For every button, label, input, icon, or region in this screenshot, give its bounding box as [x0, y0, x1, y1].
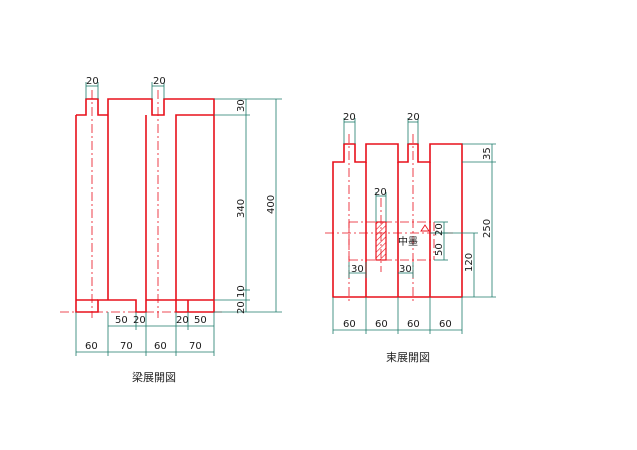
column-bottom-dim-4: 60 [439, 319, 452, 330]
inner-dim-30b: 30 [399, 264, 412, 275]
beam-bottom-dim-20b: 20 [176, 315, 189, 326]
column-top-dim-1: 20 [343, 112, 356, 123]
column-top-dim-2: 20 [407, 112, 420, 123]
beam-outline [75, 98, 215, 313]
beam-total-dim: 400 [266, 195, 277, 214]
column-outline [332, 143, 463, 298]
beam-bottom-dim-70b: 70 [189, 341, 202, 352]
column-caption: 束展開図 [386, 351, 430, 364]
beam-bottom-dim-60b: 60 [154, 341, 167, 352]
column-right-dim-120: 120 [464, 253, 475, 272]
beam-right-dim-340: 340 [236, 199, 247, 218]
column-development-drawing: 20 20 35 250 120 20 20 50 30 30 中墨 [325, 112, 496, 364]
column-bottom-dim-1: 60 [343, 319, 356, 330]
beam-right-dim-10: 10 [236, 285, 247, 298]
beam-bottom-dim-50b: 50 [194, 315, 207, 326]
inner-dim-50: 50 [434, 243, 445, 256]
mortise-width-dim: 20 [374, 187, 387, 198]
column-right-dim-35: 35 [482, 147, 493, 160]
beam-right-dim-20: 20 [236, 301, 247, 314]
beam-top-dim-1: 20 [86, 76, 99, 87]
beam-right-dim-30: 30 [236, 99, 247, 112]
column-bottom-dim-2: 60 [375, 319, 388, 330]
beam-bottom-dim-50a: 50 [115, 315, 128, 326]
beam-development-drawing: 20 20 30 340 10 20 400 50 20 20 50 [60, 76, 282, 384]
beam-bottom-dim-60a: 60 [85, 341, 98, 352]
center-mark-label: 中墨 [398, 235, 418, 248]
beam-bottom-dim-70a: 70 [120, 341, 133, 352]
inner-dim-30a: 30 [351, 264, 364, 275]
inner-dim-20: 20 [434, 223, 445, 236]
beam-bottom-dim-20a: 20 [133, 315, 146, 326]
column-right-dim-250: 250 [482, 219, 493, 238]
column-bottom-dim-3: 60 [407, 319, 420, 330]
beam-top-dim-2: 20 [153, 76, 166, 87]
center-mark-triangle-icon [420, 224, 430, 232]
beam-caption: 梁展開図 [132, 370, 176, 384]
